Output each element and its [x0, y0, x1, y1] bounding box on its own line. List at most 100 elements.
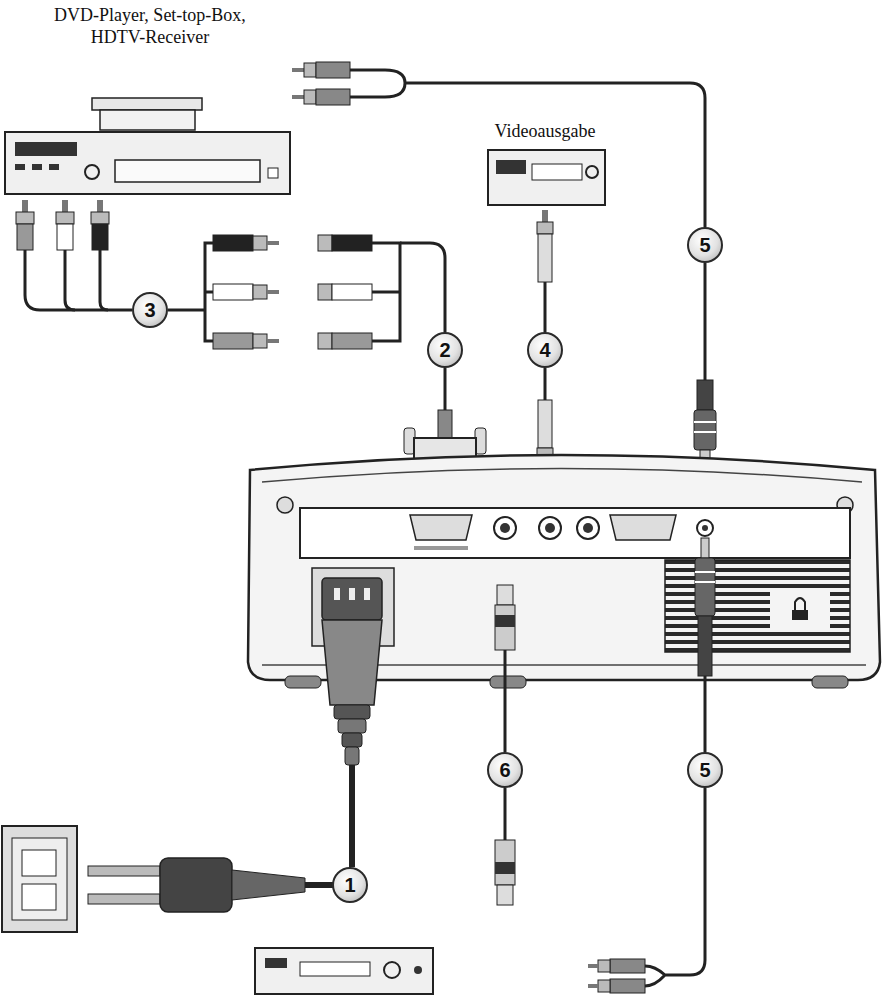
rca-shell: [598, 960, 610, 972]
rca-plug: [538, 234, 552, 282]
dvd-button: [15, 164, 25, 170]
rca-pin: [292, 68, 304, 72]
wall-plug-body: [232, 870, 305, 900]
video-port-core: [545, 523, 555, 533]
audio-device-button: [414, 966, 422, 974]
callout-number: 6: [499, 759, 510, 782]
wall-outlet-plate: [12, 838, 67, 920]
kensington-lock: [795, 598, 805, 612]
dvd-display: [15, 142, 77, 156]
rca-shell: [16, 212, 34, 224]
projector-edge: [262, 469, 862, 483]
wall-outlet: [2, 826, 77, 932]
screw: [277, 497, 293, 513]
callout-number: 1: [344, 874, 355, 897]
plug-ring: [695, 572, 715, 582]
audio-tip: [701, 538, 709, 558]
audio-device-slot: [300, 962, 370, 976]
rca-shell: [304, 63, 316, 77]
wall-plug: [160, 858, 232, 912]
cable: [25, 250, 132, 310]
vga-port: [410, 515, 472, 540]
audio-device: [255, 948, 433, 994]
strain-relief: [342, 733, 362, 747]
vga-port: [610, 515, 676, 540]
strain-relief: [338, 719, 366, 733]
rca-pin: [267, 339, 279, 343]
rca-plug: [213, 235, 253, 251]
rca-jack: [332, 333, 372, 349]
plug-pin: [334, 588, 340, 600]
plug-ring: [694, 422, 716, 432]
cable: [704, 263, 707, 380]
rca-shell: [253, 334, 267, 348]
cable: [350, 70, 705, 227]
rca-pin: [588, 964, 598, 968]
projector-foot: [812, 676, 848, 688]
callout-number: 3: [144, 299, 155, 322]
outlet-socket: [22, 884, 56, 910]
rca-pin: [292, 95, 304, 99]
callout-number: 4: [539, 339, 550, 362]
settop-lid: [92, 98, 202, 110]
outlet-socket: [22, 850, 56, 876]
strain-relief: [438, 410, 452, 438]
rca-plug: [213, 284, 253, 300]
rca-plug: [610, 959, 645, 973]
vent-grille: [665, 560, 850, 652]
video-display: [496, 160, 526, 174]
cable: [645, 676, 705, 986]
rca-pin: [267, 241, 279, 245]
rca-jack: [332, 235, 372, 251]
svideo-plug: [495, 605, 515, 650]
rca-pin: [267, 290, 279, 294]
port-panel: [300, 508, 850, 558]
callout-circle: 6: [487, 752, 523, 788]
video-knob: [586, 166, 598, 178]
rca-shell: [537, 222, 553, 234]
dvd-tray: [115, 160, 260, 182]
svideo-plug-head: [497, 585, 513, 605]
plug-prong: [88, 894, 160, 904]
audio-device-display: [265, 958, 287, 968]
kensington-lock: [792, 610, 808, 620]
dvd-button: [32, 164, 42, 170]
callout-number: 2: [439, 339, 450, 362]
device-label: DVD-Player, Set-top-Box, HDTV-Receiver: [35, 4, 265, 48]
dvd-player: [5, 132, 290, 194]
audio-plug: [694, 410, 716, 450]
rca-jack: [332, 284, 372, 300]
port-core: [583, 523, 593, 533]
plug-pin: [349, 588, 355, 600]
rca-plug: [538, 400, 552, 448]
callout-circle: 5: [687, 227, 723, 263]
svideo-port: [494, 517, 516, 539]
cable: [400, 243, 445, 332]
power-plug-head: [322, 578, 382, 620]
device-label: Videoausgabe: [470, 120, 620, 142]
rca-shell: [253, 236, 267, 250]
lock-area: [770, 588, 830, 628]
audio-port: [697, 520, 713, 536]
rca-plug: [316, 89, 350, 105]
rca-socket: [318, 235, 332, 251]
rca-pin: [22, 200, 28, 212]
plug-prong: [88, 866, 160, 876]
audio-port-core: [702, 525, 708, 531]
callout-circle: 2: [427, 332, 463, 368]
projector-foot: [490, 676, 526, 688]
callout-circle: 3: [132, 292, 168, 328]
callout-circle: 5: [687, 752, 723, 788]
rca-pin: [588, 984, 598, 988]
rca-plug: [316, 62, 350, 78]
cable: [100, 250, 108, 310]
strain-relief: [345, 747, 359, 765]
audio-device-knob: [384, 962, 400, 978]
rca-socket: [318, 333, 332, 349]
video-port: [539, 517, 561, 539]
rca-shell: [598, 980, 610, 992]
cable: [504, 650, 507, 840]
callout-circle: 4: [527, 332, 563, 368]
svideo-port-core: [500, 523, 510, 533]
